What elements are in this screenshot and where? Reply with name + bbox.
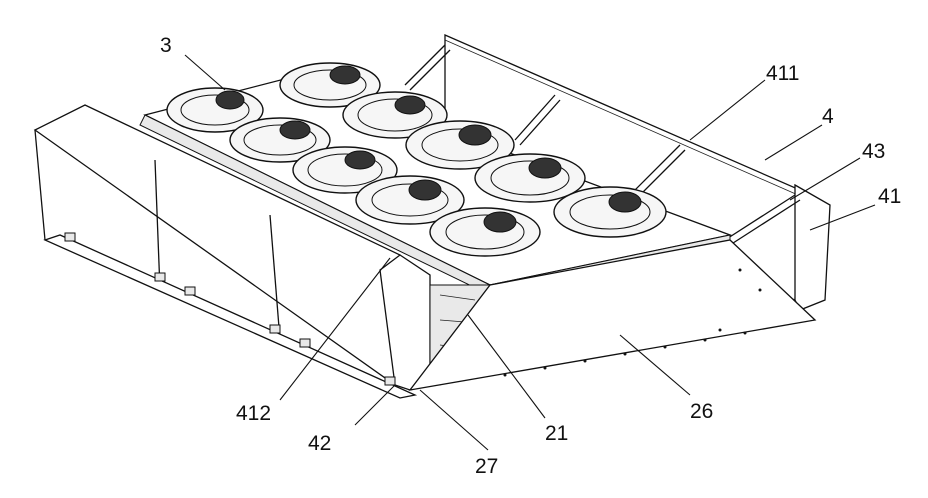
label-4: 4	[822, 105, 834, 128]
leader-27	[420, 390, 488, 450]
fan-unit	[430, 208, 540, 256]
leader-42	[355, 385, 395, 425]
label-3: 3	[160, 34, 172, 57]
leader-43	[790, 158, 860, 200]
leader-411	[690, 80, 765, 140]
label-43: 43	[862, 140, 885, 163]
support-rod	[410, 50, 450, 90]
label-41: 41	[878, 185, 901, 208]
label-26: 26	[690, 400, 713, 423]
panel-edge	[35, 130, 45, 240]
label-412: 412	[236, 402, 271, 425]
leader-3	[185, 55, 225, 90]
label-21: 21	[545, 422, 568, 445]
right-end-panel	[795, 185, 830, 310]
label-411: 411	[766, 62, 799, 85]
leader-4	[765, 125, 822, 160]
support-rod	[405, 45, 445, 85]
fan-unit	[554, 187, 666, 237]
label-42: 42	[308, 432, 331, 455]
label-27: 27	[475, 455, 498, 478]
